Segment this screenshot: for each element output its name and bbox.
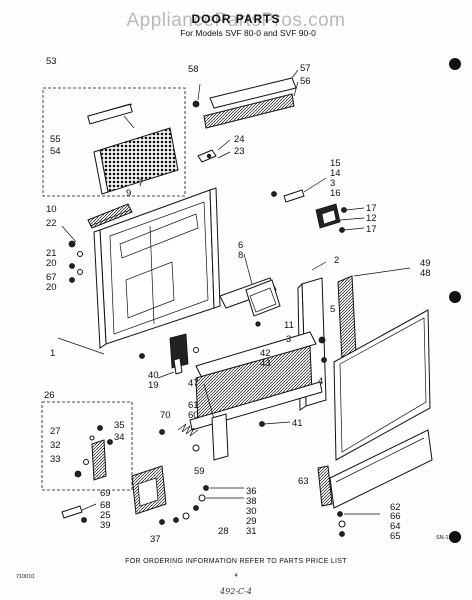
callout-35: 35 xyxy=(114,420,125,431)
callout-43: 43 xyxy=(260,358,271,369)
callout-68: 68 xyxy=(100,500,111,511)
latch-assembly-12-17 xyxy=(271,177,365,233)
callout-4: 4 xyxy=(318,376,323,387)
callout-15: 15 xyxy=(330,158,341,169)
callout-41: 41 xyxy=(292,418,303,429)
callout-30: 30 xyxy=(246,506,257,517)
callout-40: 40 xyxy=(148,370,159,381)
callout-58: 58 xyxy=(188,64,199,75)
callout-1: 1 xyxy=(50,348,55,359)
callout-5: 5 xyxy=(330,304,335,315)
page-number: 4 xyxy=(234,573,237,579)
callout-36: 36 xyxy=(246,486,257,497)
callout-65: 65 xyxy=(390,531,401,542)
callout-28: 28 xyxy=(218,526,229,537)
handwritten-note: 492-C-4 xyxy=(219,587,252,596)
callout-33: 33 xyxy=(50,454,61,465)
callout-14: 14 xyxy=(330,168,341,179)
callout-2: 2 xyxy=(334,255,339,266)
callout-62: 62 xyxy=(390,502,401,513)
drawing-id: SN-1E714 xyxy=(436,535,461,541)
callout-32: 32 xyxy=(50,440,61,451)
callout-17-lower: 17 xyxy=(366,224,377,235)
door-inner-liner-1 xyxy=(57,187,221,355)
punch-hole-bottom xyxy=(449,531,461,543)
callout-66: 66 xyxy=(390,511,401,522)
callout-63: 63 xyxy=(298,476,309,487)
footer-code: 710010 xyxy=(16,574,34,580)
callout-17-upper: 17 xyxy=(366,203,377,214)
group-53-panel-kit xyxy=(42,87,186,197)
callout-59: 59 xyxy=(194,466,205,477)
callout-34: 34 xyxy=(114,432,125,443)
callout-6: 6 xyxy=(238,240,243,251)
spring-59-61 xyxy=(159,423,200,452)
callout-39: 39 xyxy=(100,520,111,531)
callout-69: 69 xyxy=(100,488,111,499)
callout-10: 10 xyxy=(46,204,57,215)
callout-61: 61 xyxy=(188,400,199,411)
callout-25: 25 xyxy=(100,510,111,521)
toe-panel-62-66 xyxy=(317,429,433,537)
callout-57: 57 xyxy=(300,63,311,74)
door-handle-6-8 xyxy=(219,253,281,327)
callout-3-upper: 3 xyxy=(330,178,335,189)
callout-23: 23 xyxy=(234,146,245,157)
callout-11: 11 xyxy=(284,320,294,331)
callout-22: 22 xyxy=(46,218,57,229)
callout-7: 7 xyxy=(138,178,143,189)
group-26-hinge-kit xyxy=(41,401,133,491)
callout-labels: 53 55 54 58 57 56 24 23 15 14 3 16 7 9 1… xyxy=(44,56,431,545)
callout-3-lower: 3 xyxy=(286,334,291,345)
callout-67: 67 xyxy=(46,272,57,283)
outer-frame-2-3 xyxy=(189,261,327,461)
callout-48: 48 xyxy=(420,268,431,279)
hinge-19-40-47 xyxy=(139,333,199,379)
callout-49: 49 xyxy=(420,258,431,269)
callout-27: 27 xyxy=(50,426,61,437)
callout-8: 8 xyxy=(238,250,243,261)
punch-hole-top xyxy=(449,58,461,70)
callout-20-lower: 20 xyxy=(46,282,57,293)
callout-37: 37 xyxy=(150,534,161,545)
callout-21: 21 xyxy=(46,248,57,259)
callout-54: 54 xyxy=(50,146,61,157)
punch-hole-middle xyxy=(449,291,461,303)
callout-26: 26 xyxy=(44,390,55,401)
callout-47: 47 xyxy=(188,378,199,389)
callout-16: 16 xyxy=(330,188,341,199)
callout-53: 53 xyxy=(46,56,57,67)
page-subtitle: For Models SVF 80-0 and SVF 90-0 xyxy=(180,28,316,38)
latch-plate-25-39 xyxy=(61,465,167,525)
callout-9: 9 xyxy=(126,188,131,199)
callout-31: 31 xyxy=(246,526,257,537)
top-trim-56-57-58 xyxy=(192,69,299,129)
callout-12: 12 xyxy=(366,213,377,224)
fastener-set-28-38 xyxy=(173,485,244,523)
ordering-note: FOR ORDERING INFORMATION REFER TO PARTS … xyxy=(125,558,347,565)
callout-60: 60 xyxy=(188,410,199,421)
callout-19: 19 xyxy=(148,380,159,391)
callout-20-upper: 20 xyxy=(46,258,57,269)
callout-56: 56 xyxy=(300,76,311,87)
bracket-23-24 xyxy=(197,139,231,163)
callout-70: 70 xyxy=(160,410,171,421)
callout-42: 42 xyxy=(260,348,271,359)
callout-38: 38 xyxy=(246,496,257,507)
outer-door-panel-48-49 xyxy=(333,267,431,461)
watermark-text: AppliancePartsPros.com xyxy=(126,10,345,31)
page-title: DOOR PARTS xyxy=(191,12,280,26)
callout-24: 24 xyxy=(234,134,245,145)
callout-29: 29 xyxy=(246,516,257,527)
callout-55: 55 xyxy=(50,134,61,145)
callout-64: 64 xyxy=(390,521,401,532)
